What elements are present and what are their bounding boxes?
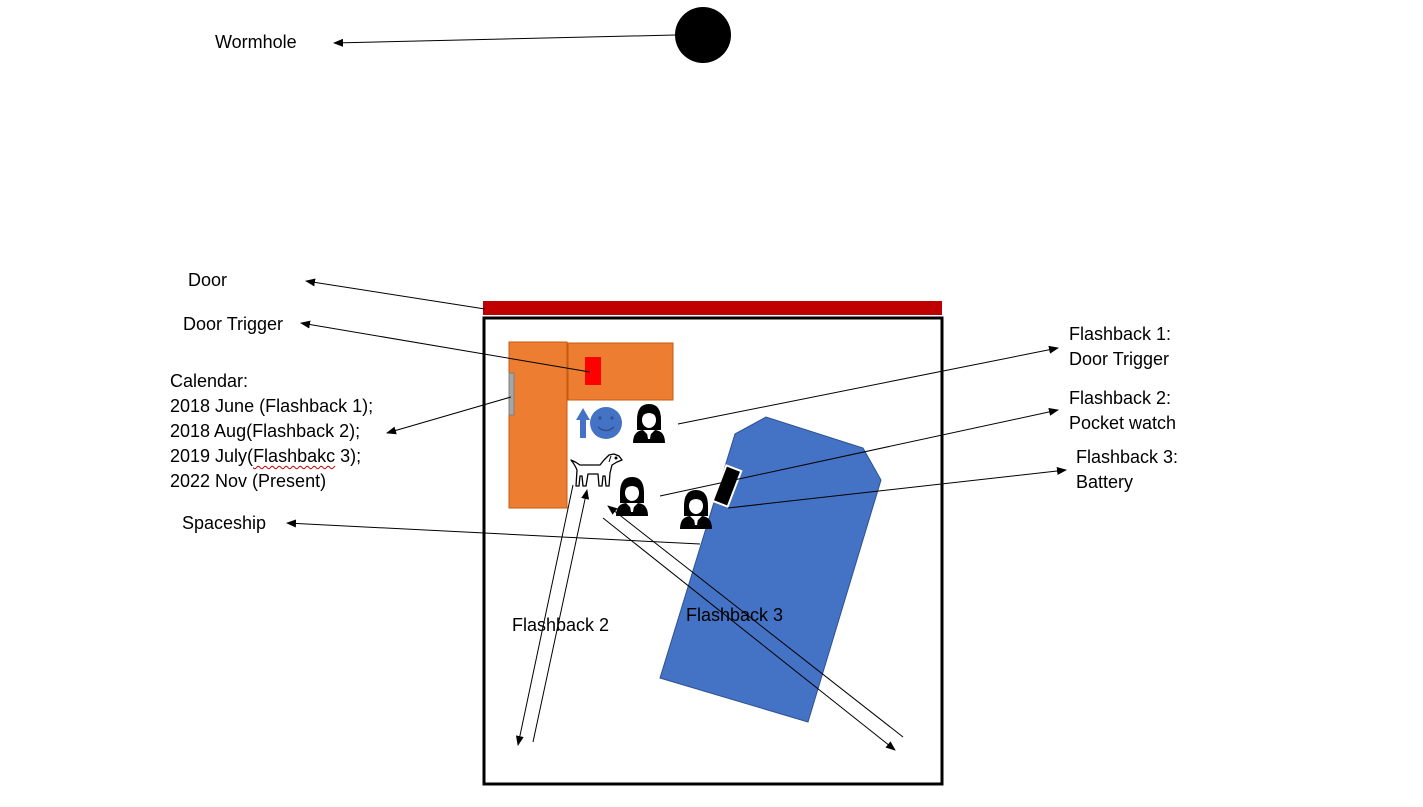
arrow-door xyxy=(305,278,486,310)
calendar-line-4: 2022 Nov (Present) xyxy=(170,471,327,491)
calendar-label: Calendar: 2018 June (Flashback 1); 2018 … xyxy=(170,369,373,494)
dog-icon xyxy=(570,453,623,487)
calendar-line-3-word: Flashbakc xyxy=(253,446,336,466)
door-trigger-label: Door Trigger xyxy=(183,314,284,334)
person-icon xyxy=(616,477,648,516)
path-flashback3-return xyxy=(607,505,904,738)
flashback1-title: Flashback 1: xyxy=(1069,324,1172,344)
calendar-line-1: 2018 June (Flashback 1); xyxy=(170,396,374,416)
calendar-line-2: 2018 Aug(Flashback 2); xyxy=(170,421,361,441)
door-label: Door xyxy=(188,270,228,290)
wormhole-label: Wormhole xyxy=(215,32,297,52)
path-flashback3-out xyxy=(602,517,896,751)
spaceship-label: Spaceship xyxy=(182,513,267,533)
flashback3-item: Battery xyxy=(1076,472,1134,492)
calendar-line-3-post: 3); xyxy=(335,446,362,466)
door-bar xyxy=(483,301,942,315)
room-outline xyxy=(482,316,944,786)
path-flashback2-out xyxy=(515,484,574,746)
arrow-wormhole xyxy=(333,34,676,47)
person-icon xyxy=(680,490,712,529)
up-arrow-icon xyxy=(576,408,590,438)
arrow-calendar xyxy=(386,396,512,435)
person-icon xyxy=(633,404,665,443)
arrow-door-trigger xyxy=(300,320,591,373)
desk-horizontal xyxy=(567,342,674,401)
door-trigger-box xyxy=(585,357,601,385)
flashback2-path-label: Flashback 2 xyxy=(512,615,610,635)
flashback1-label: Flashback 1: Door Trigger xyxy=(1069,322,1171,372)
smiley-icon xyxy=(590,407,622,439)
calendar-line-3: 2019 July(Flashbakc 3); xyxy=(170,444,373,469)
calendar-title: Calendar: xyxy=(170,371,249,391)
arrow-flashback3 xyxy=(727,467,1067,509)
calendar-marker xyxy=(508,372,515,416)
calendar-line-3-pre: 2019 July( xyxy=(170,446,254,466)
flashback1-item: Door Trigger xyxy=(1069,349,1170,369)
arrow-flashback1 xyxy=(677,345,1059,425)
flashback2-item: Pocket watch xyxy=(1069,413,1177,433)
spaceship-shape xyxy=(659,416,882,723)
wormhole-circle xyxy=(675,7,731,63)
path-flashback2-return xyxy=(532,489,590,743)
arrow-flashback2 xyxy=(659,407,1059,497)
flashback3-path-label: Flashback 3 xyxy=(686,605,784,625)
flashback3-title: Flashback 3: xyxy=(1076,447,1179,467)
desk-vertical xyxy=(508,341,568,509)
flashback2-title: Flashback 2: xyxy=(1069,388,1172,408)
flashback2-label: Flashback 2: Pocket watch xyxy=(1069,386,1176,436)
arrow-spaceship xyxy=(286,519,701,545)
flashback3-label: Flashback 3: Battery xyxy=(1076,445,1178,495)
